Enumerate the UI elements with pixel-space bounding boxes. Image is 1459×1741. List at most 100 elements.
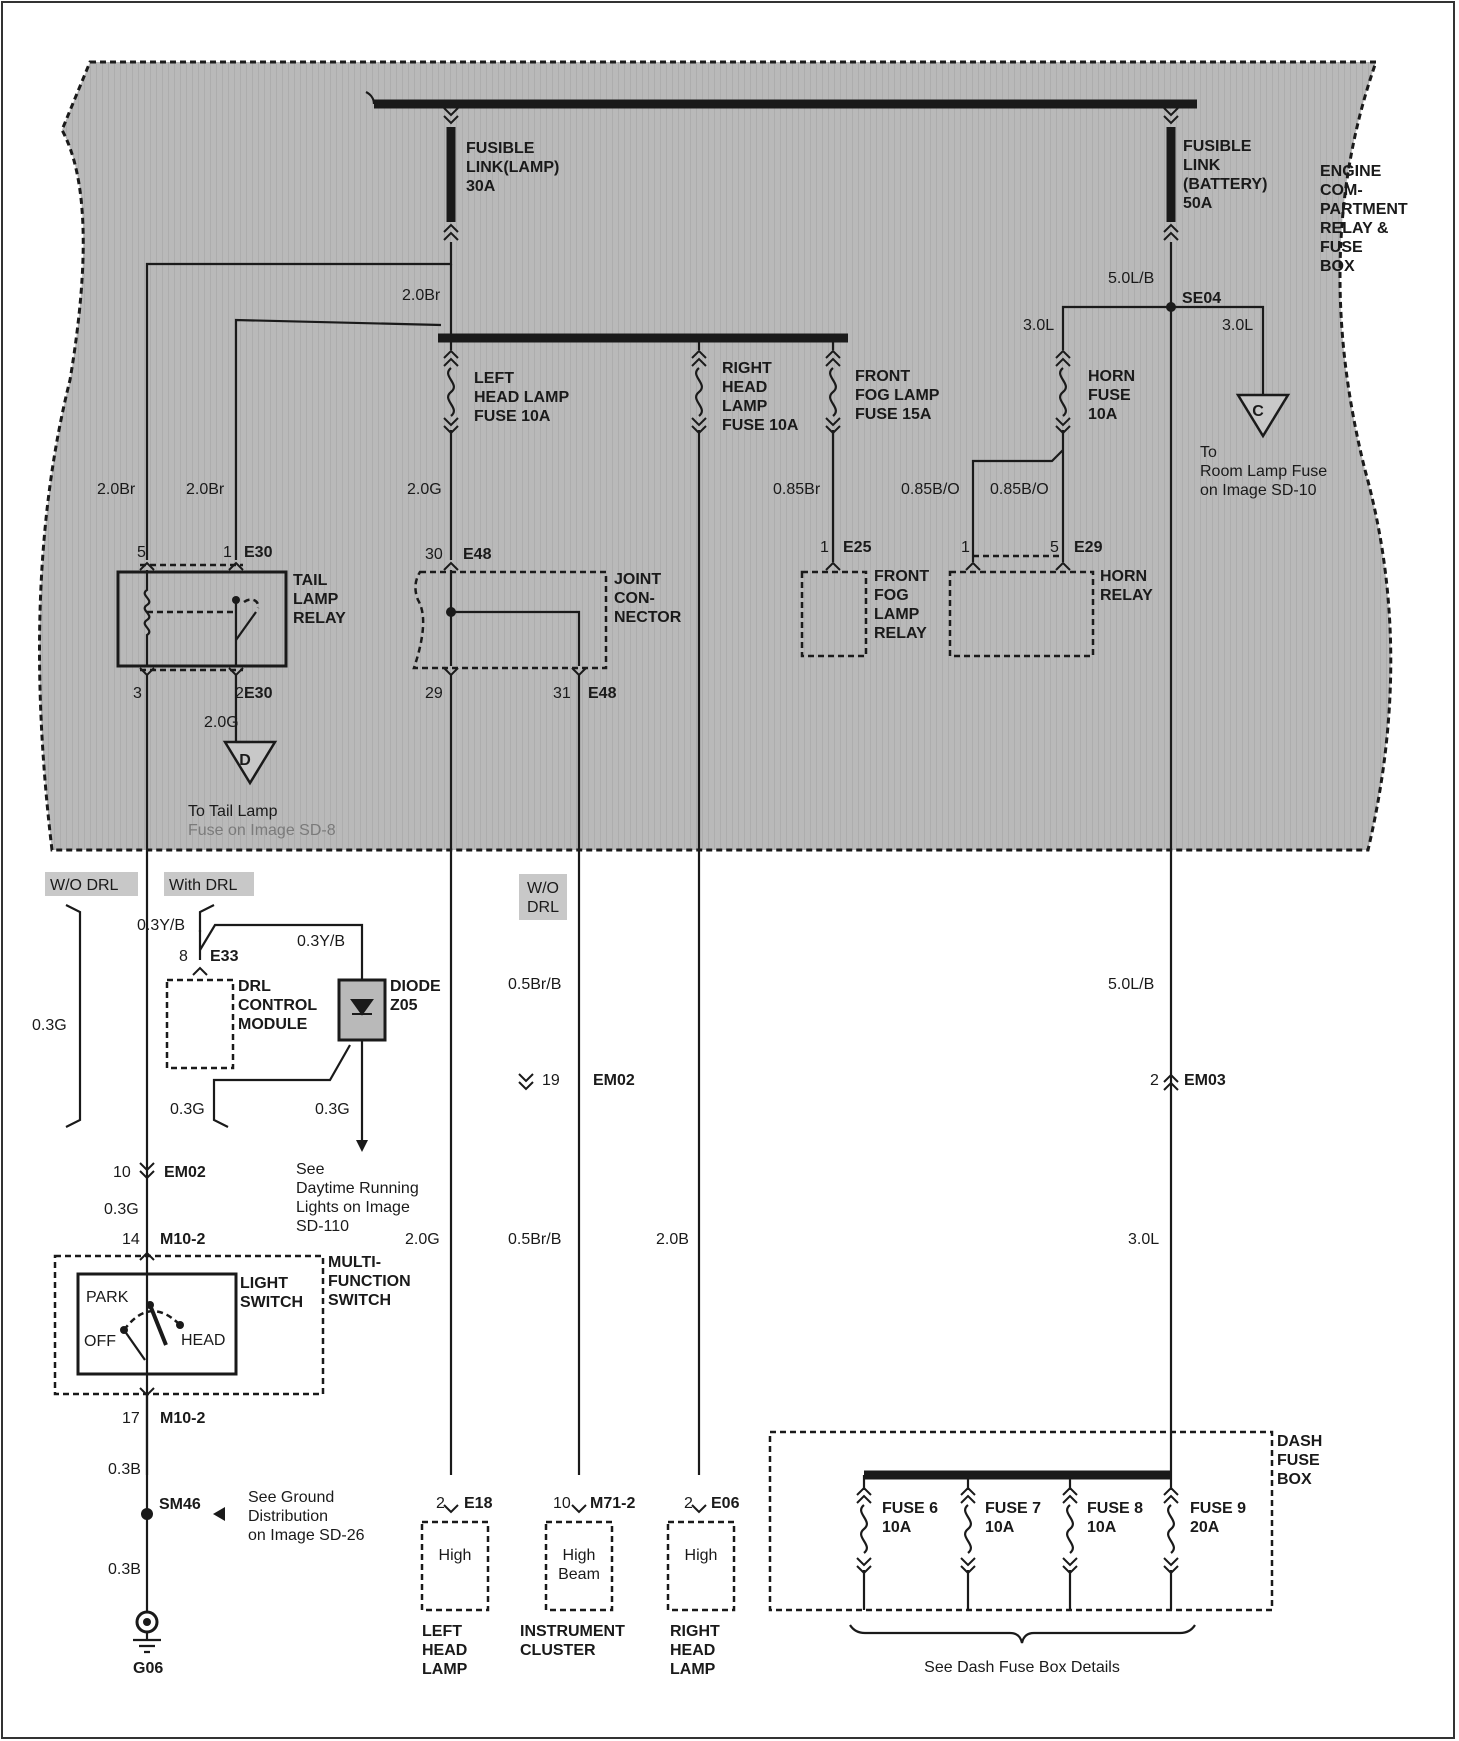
drl-conn (192, 966, 208, 976)
diode-label-2: Z05 (390, 997, 418, 1014)
tag-with-drl: With DRL (169, 877, 238, 894)
wire-0-3yb-diode (199, 923, 364, 980)
ref-c-text-1: To (1200, 444, 1217, 461)
engine-box-region (38, 60, 1393, 852)
fuse-lhead-3: FUSE 10A (474, 408, 551, 425)
dash-details-label: See Dash Fuse Box Details (924, 1659, 1120, 1676)
light-switch-label-1: LIGHT (240, 1275, 288, 1292)
ground-g06-dot (143, 1618, 151, 1626)
conn-jc-31: 31 (553, 685, 571, 702)
em02-19-conn (518, 1073, 534, 1091)
ground-label: G06 (133, 1660, 163, 1677)
conn-jc-29: 29 (425, 685, 443, 702)
conn-e18: E18 (464, 1495, 493, 1512)
fog-relay-label-3: LAMP (874, 606, 920, 623)
fuse-rhead-4: FUSE 10A (722, 417, 799, 434)
cluster-inner-2: Beam (558, 1566, 600, 1583)
engine-box-title-3: PARTMENT (1320, 201, 1408, 218)
wire-label-0-3g-diode: 0.3G (315, 1101, 350, 1118)
dash-fuse9-name: FUSE 9 (1190, 1500, 1246, 1517)
rhead-name-3: LAMP (670, 1661, 716, 1678)
connector-chevrons (443, 107, 1179, 125)
wire-label-0-85bo-a: 0.85B/O (901, 481, 960, 498)
dash-fuse7-name: FUSE 7 (985, 1500, 1041, 1517)
cluster-name-1: INSTRUMENT (520, 1623, 625, 1640)
wire-label-0-3yb-a: 0.3Y/B (137, 917, 185, 934)
conn-tail-e30: E30 (244, 544, 273, 561)
fuse-lhead-1: LEFT (474, 370, 514, 387)
wire-label-5-0lb-low: 5.0L/B (1108, 976, 1154, 993)
wire-label-3-0l-right: 3.0L (1222, 317, 1253, 334)
light-switch-label-2: SWITCH (240, 1294, 303, 1311)
wire-2-0br-tail-1 (234, 318, 442, 560)
conn-m10-b: M10-2 (160, 1410, 205, 1427)
fog-relay-conn (825, 561, 841, 571)
tail-relay-label-2: LAMP (293, 591, 339, 608)
front-fog-relay-box (800, 570, 868, 658)
ref-d-text-1: To Tail Lamp (188, 803, 278, 820)
conn-em03: EM03 (1184, 1072, 1226, 1089)
wire-label-2-0br-b: 2.0Br (186, 481, 225, 498)
instrument-cluster-box (544, 1520, 614, 1612)
switch-off-label: OFF (84, 1333, 116, 1350)
wire-label-0-3g-sw: 0.3G (104, 1201, 139, 1218)
splice-se04-label: SE04 (1182, 290, 1221, 307)
conn-m71: M71-2 (590, 1495, 635, 1512)
right-head-lamp-box (666, 1520, 736, 1612)
conn-em02-19: 19 (542, 1072, 560, 1089)
conn-m71-10: 10 (553, 1495, 571, 1512)
conn-jc-e48: E48 (463, 546, 492, 563)
tag-wo-drl: W/O DRL (50, 877, 119, 894)
fuse-lhead-2: HEAD LAMP (474, 389, 569, 406)
wire-label-2-0br-a: 2.0Br (97, 481, 136, 498)
horn-relay-box (948, 570, 1095, 658)
joint-conn-label-2: CON- (614, 590, 655, 607)
fusible-batt-1: FUSIBLE (1183, 138, 1252, 155)
conn-m10-14: 14 (122, 1231, 140, 1248)
joint-conn-label-3: NECTOR (614, 609, 682, 626)
tag-wo-drl-2-line2: DRL (527, 899, 559, 916)
lhead-name-1: LEFT (422, 1623, 462, 1640)
horn-relay-conn (965, 561, 1071, 571)
tag-wo-drl-2-bg (519, 874, 567, 920)
wire-label-0-3b-b: 0.3B (108, 1561, 141, 1578)
drl-see-2: Daytime Running (296, 1180, 419, 1197)
dash-fuse7-rating: 10A (985, 1519, 1015, 1536)
ref-d-text-2: Fuse on Image SD-8 (188, 822, 336, 839)
wire-label-0-85br: 0.85Br (773, 481, 821, 498)
horn-relay-label-1: HORN (1100, 568, 1147, 585)
drl-module-label-2: CONTROL (238, 997, 317, 1014)
wire-3-0l-horn (1061, 305, 1171, 350)
cluster-name-2: CLUSTER (520, 1642, 596, 1659)
conn-horn-1: 1 (961, 539, 970, 556)
wire-3-0l-room (1171, 305, 1265, 395)
wire-label-2-0br-top: 2.0Br (402, 287, 441, 304)
fusible-lamp-1: FUSIBLE (466, 140, 535, 157)
dash-fuse6-name: FUSE 6 (882, 1500, 938, 1517)
bus-feed-hook (365, 91, 376, 105)
conn-tail-5: 5 (137, 544, 146, 561)
tail-relay-label-3: RELAY (293, 610, 346, 627)
fog-relay-label-1: FRONT (874, 568, 929, 585)
switch-park-label: PARK (86, 1289, 129, 1306)
fusible-lamp-2: LINK(LAMP) (466, 159, 559, 176)
splice-sm46 (141, 1508, 153, 1520)
wire-label-2-0g-low: 2.0G (405, 1231, 440, 1248)
engine-box-title-2: COM- (1320, 182, 1363, 199)
fuse-rhead-3: LAMP (722, 398, 768, 415)
wire-label-0-3g-mid: 0.3G (170, 1101, 205, 1118)
wire-2-0br-tail-5 (145, 242, 453, 560)
dash-fuse8-rating: 10A (1087, 1519, 1117, 1536)
rhead-inner: High (685, 1547, 718, 1564)
wire-label-2-0g-tail: 2.0G (204, 714, 239, 731)
dash-fuse9-rating: 20A (1190, 1519, 1220, 1536)
lhead-name-3: LAMP (422, 1661, 468, 1678)
diode-label-1: DIODE (390, 978, 441, 995)
offpage-d-letter: D (239, 752, 251, 769)
load-conns (443, 1504, 707, 1514)
lhead-name-2: HEAD (422, 1642, 467, 1659)
multifunction-switch-box (53, 1254, 325, 1396)
fuse-horn-1: HORN (1088, 368, 1135, 385)
tag-with-drl-bg (164, 872, 254, 896)
wire-label-3-0l-left: 3.0L (1023, 317, 1054, 334)
